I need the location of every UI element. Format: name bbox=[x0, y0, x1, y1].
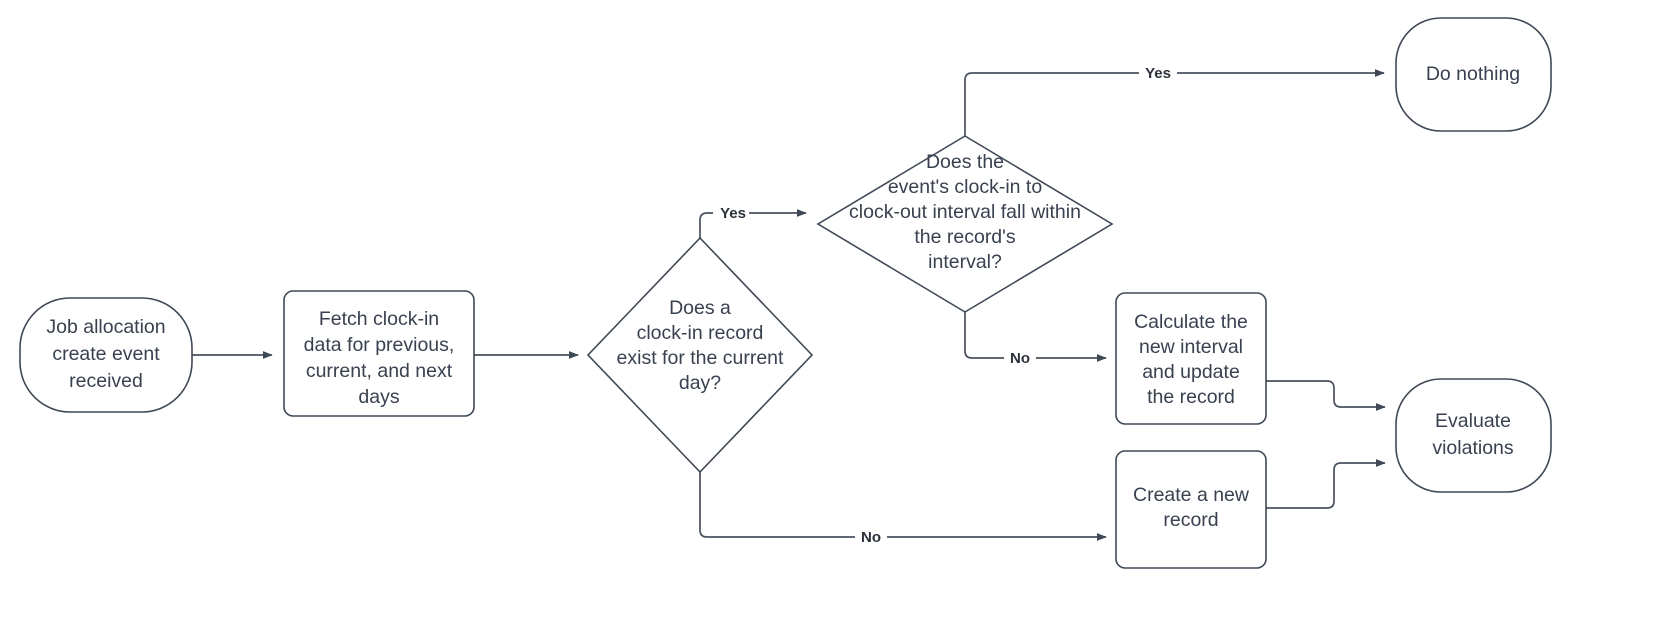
node-decision-record-exists[interactable]: Does a clock-in record exist for the cur… bbox=[586, 236, 814, 474]
edge-decision-record-exists-yes: Yes bbox=[699, 203, 807, 238]
node-start-line-0: Job allocation bbox=[46, 316, 165, 338]
node-do-nothing[interactable]: Do nothing bbox=[1395, 17, 1552, 132]
node-decision-record-exists-line-2: exist for the current bbox=[617, 347, 784, 369]
node-evaluate-violations-shape bbox=[1395, 378, 1552, 493]
node-calculate-update-line-3: the record bbox=[1147, 386, 1235, 408]
edge-label-yes-record-exists: Yes bbox=[720, 205, 746, 222]
node-start-line-1: create event bbox=[52, 343, 160, 365]
edge-calculate-to-evaluate bbox=[1266, 380, 1386, 411]
node-fetch-line-0: Fetch clock-in bbox=[319, 308, 439, 330]
node-do-nothing-label: Do nothing bbox=[1426, 63, 1520, 85]
node-decision-interval-line-1: event's clock-in to bbox=[888, 176, 1043, 198]
edge-decision-interval-no: No bbox=[964, 312, 1107, 367]
node-decision-record-exists-line-0: Does a bbox=[669, 297, 731, 319]
node-evaluate-violations-line-0: Evaluate bbox=[1435, 410, 1511, 432]
node-calculate-update-record[interactable]: Calculate the new interval and update th… bbox=[1115, 292, 1267, 425]
node-decision-interval-line-2: clock-out interval fall within bbox=[849, 201, 1081, 223]
edge-label-no-interval: No bbox=[1010, 350, 1030, 367]
node-decision-interval-shape bbox=[816, 135, 1114, 313]
node-start[interactable]: Job allocation create event received bbox=[19, 297, 193, 413]
node-decision-interval[interactable]: Does the event's clock-in to clock-out i… bbox=[816, 135, 1114, 313]
node-fetch-line-2: current, and next bbox=[306, 360, 453, 382]
node-create-record-line-0: Create a new bbox=[1133, 484, 1250, 506]
edge-decision-interval-yes: Yes bbox=[964, 63, 1385, 136]
node-fetch-line-3: days bbox=[358, 386, 399, 408]
node-decision-interval-line-0: Does the bbox=[926, 151, 1004, 173]
node-create-record-shape bbox=[1115, 450, 1267, 569]
edge-decision-record-exists-no: No bbox=[699, 472, 1107, 546]
node-decision-record-exists-line-1: clock-in record bbox=[637, 322, 764, 344]
node-decision-interval-line-3: the record's bbox=[914, 226, 1016, 248]
node-create-new-record[interactable]: Create a new record bbox=[1115, 450, 1267, 569]
node-do-nothing-shape bbox=[1395, 17, 1552, 132]
node-calculate-update-line-1: new interval bbox=[1139, 336, 1243, 358]
edge-label-no-record-exists: No bbox=[861, 529, 881, 546]
node-evaluate-violations[interactable]: Evaluate violations bbox=[1395, 378, 1552, 493]
node-fetch-clockin-data[interactable]: Fetch clock-in data for previous, curren… bbox=[283, 290, 475, 417]
node-start-shape bbox=[19, 297, 193, 413]
node-calculate-update-line-2: and update bbox=[1142, 361, 1240, 383]
node-calculate-update-line-0: Calculate the bbox=[1134, 311, 1248, 333]
node-calculate-update-shape bbox=[1115, 292, 1267, 425]
edge-create-record-to-evaluate bbox=[1266, 459, 1386, 509]
node-decision-interval-line-4: interval? bbox=[928, 251, 1002, 273]
node-evaluate-violations-line-1: violations bbox=[1432, 437, 1514, 459]
node-create-record-line-1: record bbox=[1163, 509, 1218, 531]
node-decision-record-exists-shape bbox=[586, 236, 814, 474]
node-fetch-shape bbox=[283, 290, 475, 417]
node-fetch-line-1: data for previous, bbox=[304, 334, 455, 356]
node-decision-record-exists-line-3: day? bbox=[679, 372, 721, 394]
node-start-line-2: received bbox=[69, 370, 143, 392]
edge-label-yes-interval: Yes bbox=[1145, 65, 1171, 82]
